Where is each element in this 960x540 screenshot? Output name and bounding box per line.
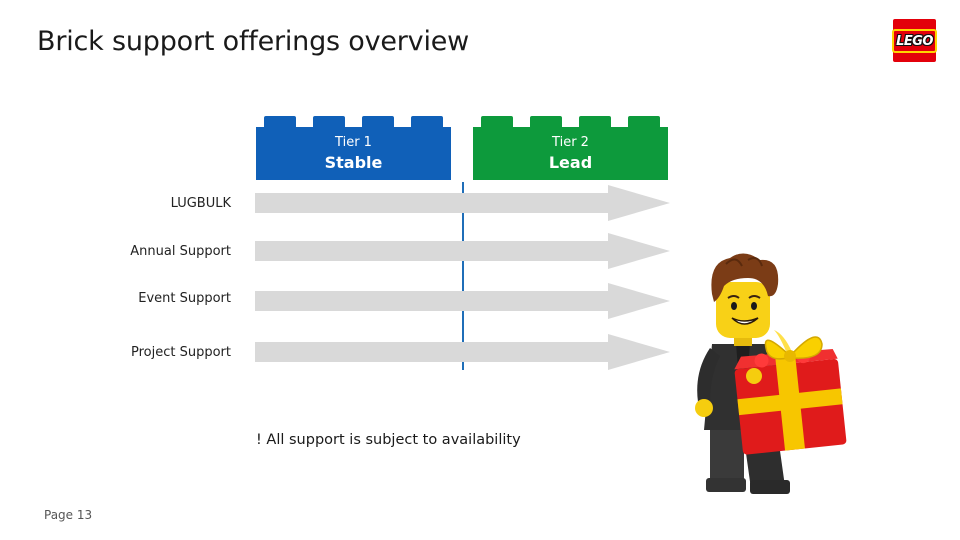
brick-stud	[579, 116, 611, 127]
lego-logo: LEGO	[892, 19, 937, 62]
row-label-project-support: Project Support	[130, 345, 231, 360]
tier-2-name: Lead	[548, 153, 593, 172]
row-arrow-project-support	[255, 334, 670, 370]
tier-1-level: Tier 1	[335, 135, 372, 150]
arrow-head	[608, 334, 670, 370]
arrow-head	[608, 283, 670, 319]
slide-title: Brick support offerings overview	[37, 26, 470, 57]
brick-stud	[313, 116, 345, 127]
minifigure-with-gift-icon	[688, 252, 848, 502]
brick-stud	[530, 116, 562, 127]
arrow-head	[608, 233, 670, 269]
availability-disclaimer: ! All support is subject to availability	[256, 432, 521, 448]
arrow-shaft	[255, 291, 608, 311]
row-label-lugbulk: LUGBULK	[170, 196, 231, 211]
arrow-head	[608, 185, 670, 221]
row-arrow-lugbulk	[255, 185, 670, 221]
row-arrow-event-support	[255, 283, 670, 319]
row-label-event-support: Event Support	[138, 291, 231, 306]
lego-logo-frame: LEGO	[892, 28, 937, 53]
brick-stud	[628, 116, 660, 127]
lego-logo-text: LEGO	[896, 33, 933, 49]
page-number: Page 13	[44, 508, 93, 522]
brick-stud	[264, 116, 296, 127]
brick-stud	[362, 116, 394, 127]
tier-1-brick: Tier 1 Stable	[256, 116, 451, 180]
tier-divider-line	[462, 182, 464, 370]
tier-2-brick: Tier 2 Lead	[473, 116, 668, 180]
arrow-shaft	[255, 193, 608, 213]
tier-2-level: Tier 2	[552, 135, 589, 150]
tier-1-name: Stable	[324, 153, 383, 172]
arrow-shaft	[255, 342, 608, 362]
row-label-annual-support: Annual Support	[130, 244, 231, 259]
arrow-shaft	[255, 241, 608, 261]
brick-stud	[481, 116, 513, 127]
brick-stud	[411, 116, 443, 127]
row-arrow-annual-support	[255, 233, 670, 269]
